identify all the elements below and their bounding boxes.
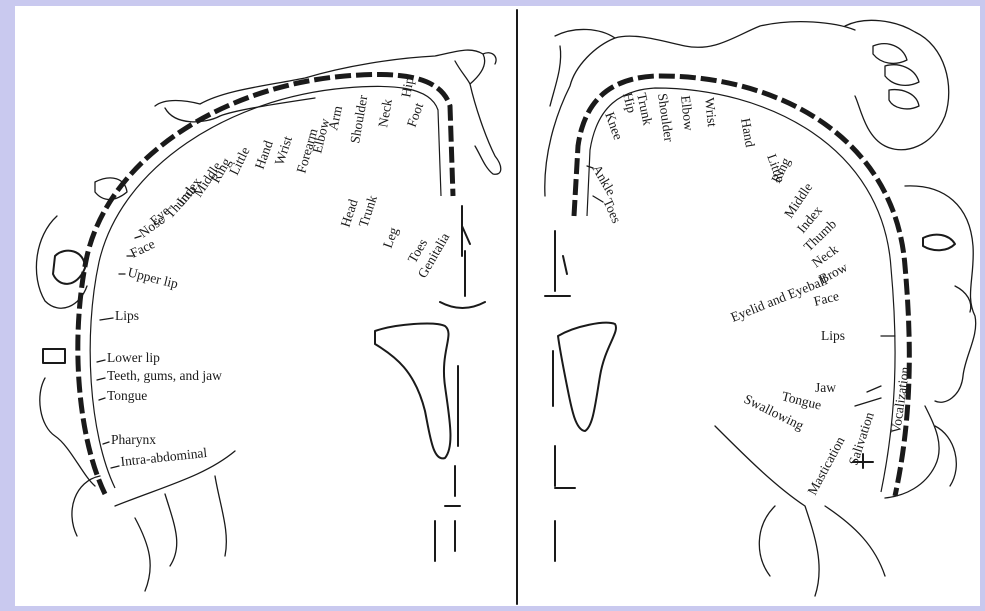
- sensory-label-hand: Hand: [252, 138, 276, 171]
- motor-label-ankle: Ankle: [589, 162, 618, 198]
- motor-subcortical-sketch: [545, 231, 616, 561]
- sensory-label-foot: Foot: [404, 100, 427, 129]
- sensory-label-shoulder: Shoulder: [347, 93, 370, 144]
- sensory-label-face: Face: [128, 236, 157, 261]
- motor-label-elbow: Elbow: [678, 95, 697, 132]
- lip-sketch: [43, 349, 65, 363]
- motor-label-jaw: Jaw: [815, 380, 836, 395]
- motor-label-shoulder: Shoulder: [655, 92, 677, 143]
- sensory-label-hip: Hip: [398, 76, 416, 99]
- motor-hemisphere: Toes Ankle Knee Hip Trunk Shoulder Elbow…: [545, 20, 976, 596]
- sensory-label-intra-abdominal: Intra-abdominal: [120, 445, 208, 469]
- sensory-label-wrist: Wrist: [272, 134, 295, 167]
- motor-label-toes: Toes: [600, 196, 624, 225]
- motor-label-wrist: Wrist: [702, 97, 720, 128]
- motor-label-salivation: Salivation: [846, 410, 877, 467]
- motor-cortex-inner-edge: [587, 88, 895, 492]
- sensory-label-upper-lip: Upper lip: [126, 264, 180, 291]
- sensory-label-lower-lip: Lower lip: [107, 350, 160, 365]
- sensory-body-figure: [36, 50, 500, 591]
- sensory-label-tongue: Tongue: [107, 388, 147, 403]
- motor-label-knee: Knee: [602, 110, 626, 142]
- motor-labels: Toes Ankle Knee Hip Trunk Shoulder Elbow…: [589, 91, 912, 497]
- sensory-label-neck: Neck: [375, 98, 395, 129]
- homunculus-figure: Genitalia Toes Foot Leg Hip Trunk Neck H…: [15, 6, 980, 606]
- motor-label-mastication: Mastication: [804, 434, 847, 498]
- sensory-label-trunk: Trunk: [356, 193, 380, 229]
- label-leader-lines: [97, 166, 895, 468]
- sensory-label-pharynx: Pharynx: [111, 432, 156, 447]
- motor-label-trunk: Trunk: [634, 92, 655, 127]
- homunculus-svg: Genitalia Toes Foot Leg Hip Trunk Neck H…: [15, 6, 980, 606]
- motor-label-vocalization: Vocalization: [888, 366, 912, 435]
- sensory-hemisphere: Genitalia Toes Foot Leg Hip Trunk Neck H…: [36, 50, 500, 591]
- motor-label-lips: Lips: [821, 328, 845, 343]
- sensory-label-teeth-gums-jaw: Teeth, gums, and jaw: [107, 368, 222, 383]
- sensory-label-lips: Lips: [115, 308, 139, 323]
- motor-label-hand: Hand: [738, 117, 758, 149]
- sensory-label-leg: Leg: [380, 225, 401, 250]
- sensory-labels: Genitalia Toes Foot Leg Hip Trunk Neck H…: [107, 76, 452, 469]
